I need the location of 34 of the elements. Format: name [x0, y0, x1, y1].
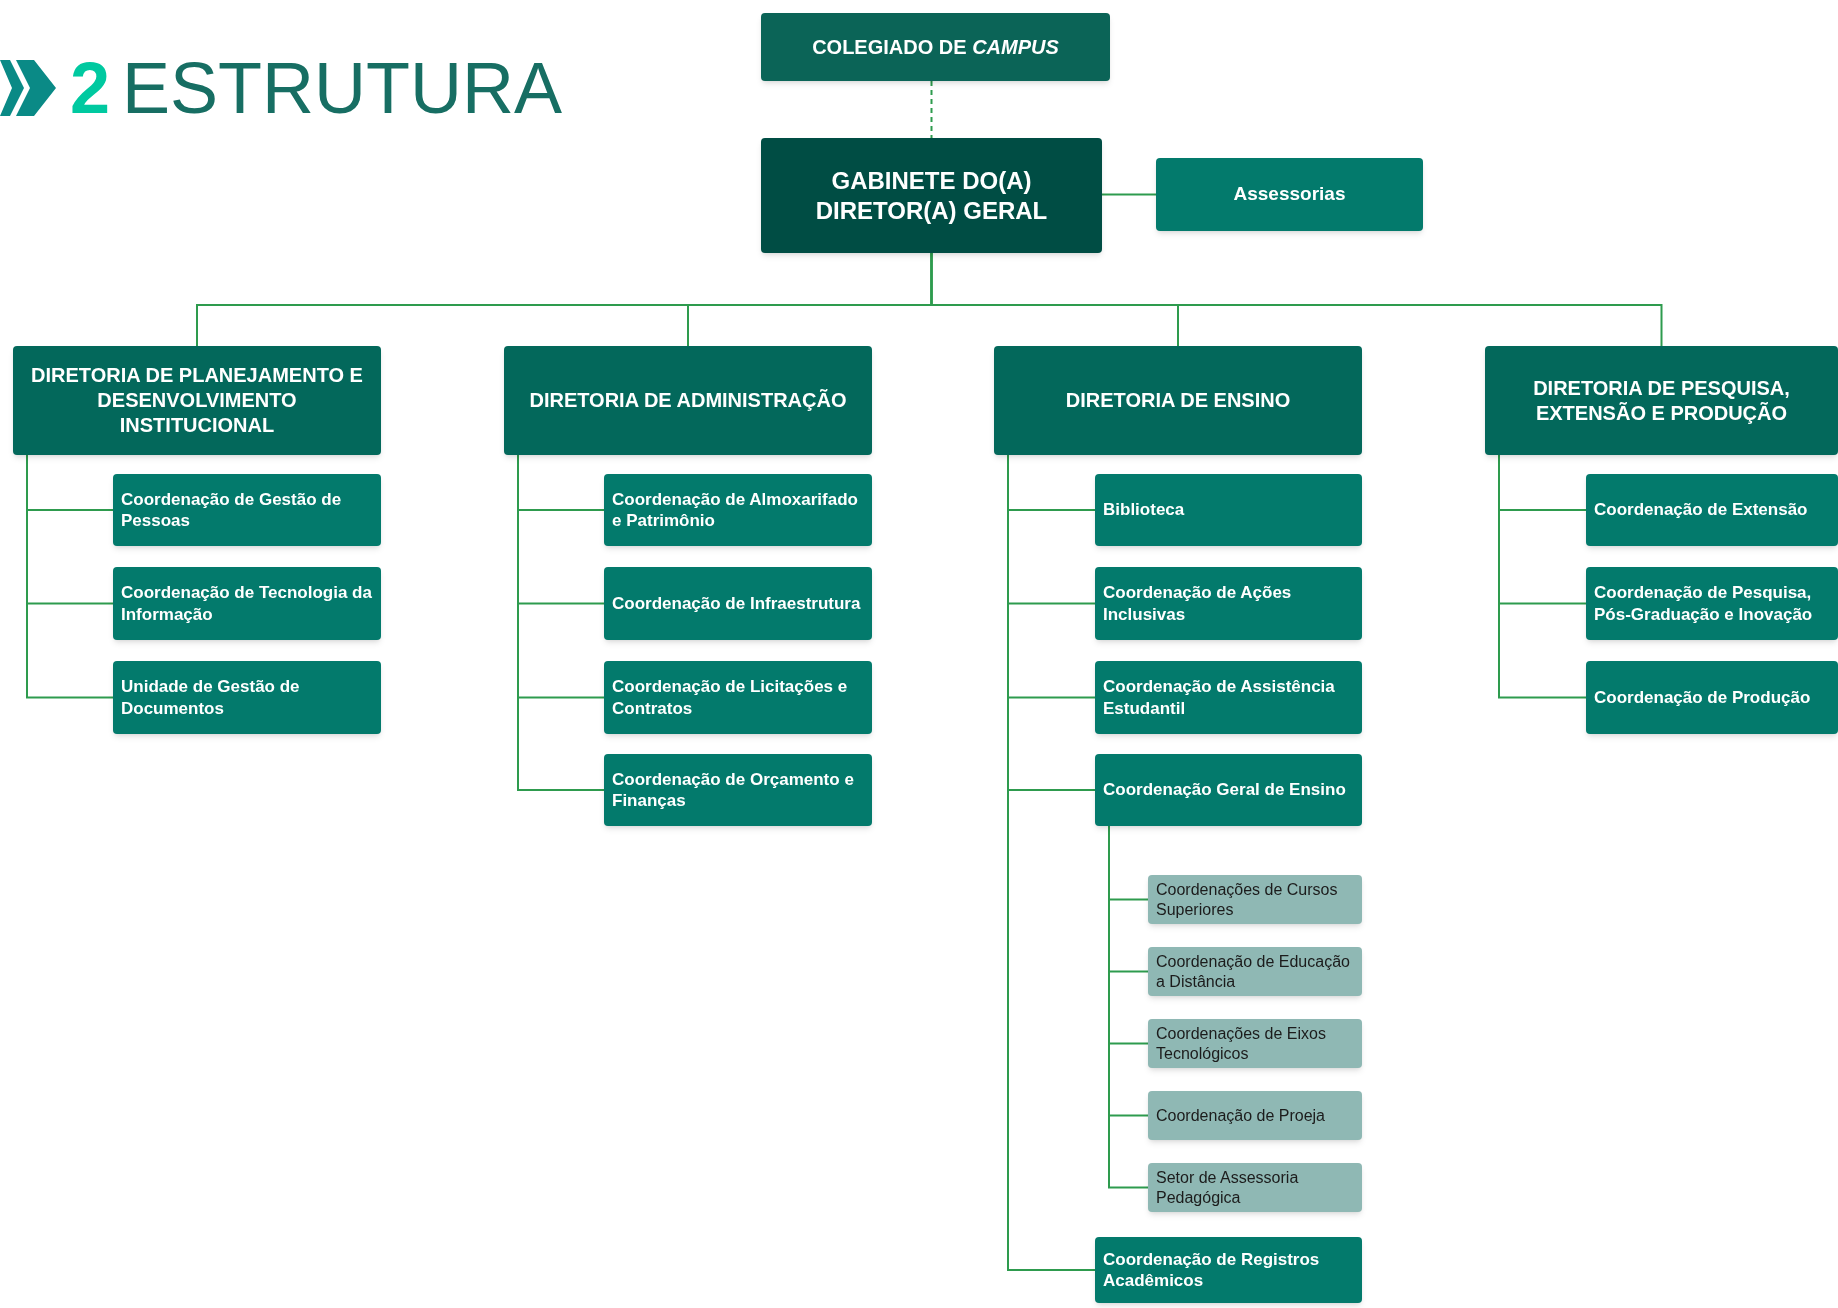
connector-line [930, 252, 1663, 347]
sub-unit-box: Coordenações de Cursos Superiores [1148, 875, 1362, 924]
unit-box: Coordenação de Assistência Estudantil [1095, 661, 1362, 734]
directorate-box: DIRETORIA DE ADMINISTRAÇÃO [504, 346, 872, 455]
sub-unit-box: Coordenações de Eixos Tecnológicos [1148, 1019, 1362, 1068]
unit-box: Biblioteca [1095, 474, 1362, 546]
unit-box: Coordenação de Almoxarifado e Patrimônio [604, 474, 872, 546]
sub-unit-box: Setor de Assessoria Pedagógica [1148, 1163, 1362, 1212]
unit-box: Coordenação de Registros Acadêmicos [1095, 1237, 1362, 1303]
unit-box: Coordenação de Infraestrutura [604, 567, 872, 640]
sub-unit-box: Coordenação de Educação a Distância [1148, 947, 1362, 996]
directorate-box: DIRETORIA DE ENSINO [994, 346, 1362, 455]
unit-box: Coordenação de Produção [1586, 661, 1838, 734]
section-number: 2 [70, 52, 111, 124]
unit-box: Coordenação de Licitações e Contratos [604, 661, 872, 734]
unit-box: Coordenação de Gestão de Pessoas [113, 474, 381, 546]
sub-unit-box: Coordenação de Proeja [1148, 1091, 1362, 1140]
unit-box: Coordenação de Ações Inclusivas [1095, 567, 1362, 640]
unit-box: Coordenação de Pesquisa, Pós-Graduação e Inovação [1586, 567, 1838, 640]
directorate-box: DIRETORIA DE PESQUISA, EXTENSÃO E PRODUÇÃO [1485, 346, 1838, 455]
connector-line [26, 454, 114, 699]
advisory-box: Assessorias [1156, 158, 1423, 231]
page-title: ESTRUTURA [122, 52, 563, 124]
unit-box: Coordenação de Tecnologia da Informação [113, 567, 381, 640]
director-office-box: GABINETE DO(A) DIRETOR(A) GERAL [761, 138, 1102, 253]
unit-box: Coordenação de Orçamento e Finanças [604, 754, 872, 826]
unit-box: Coordenação Geral de Ensino [1095, 754, 1362, 826]
connector-line [930, 80, 933, 139]
unit-box: Unidade de Gestão de Documentos [113, 661, 381, 734]
council-box: COLEGIADO DE CAMPUS [761, 13, 1110, 81]
connector-line [1101, 193, 1157, 196]
connector-line [1498, 454, 1587, 699]
directorate-box: DIRETORIA DE PLANEJAMENTO E DESENVOLVIMENTO INSTITUCIONAL [13, 346, 381, 455]
unit-box: Coordenação de Extensão [1586, 474, 1838, 546]
